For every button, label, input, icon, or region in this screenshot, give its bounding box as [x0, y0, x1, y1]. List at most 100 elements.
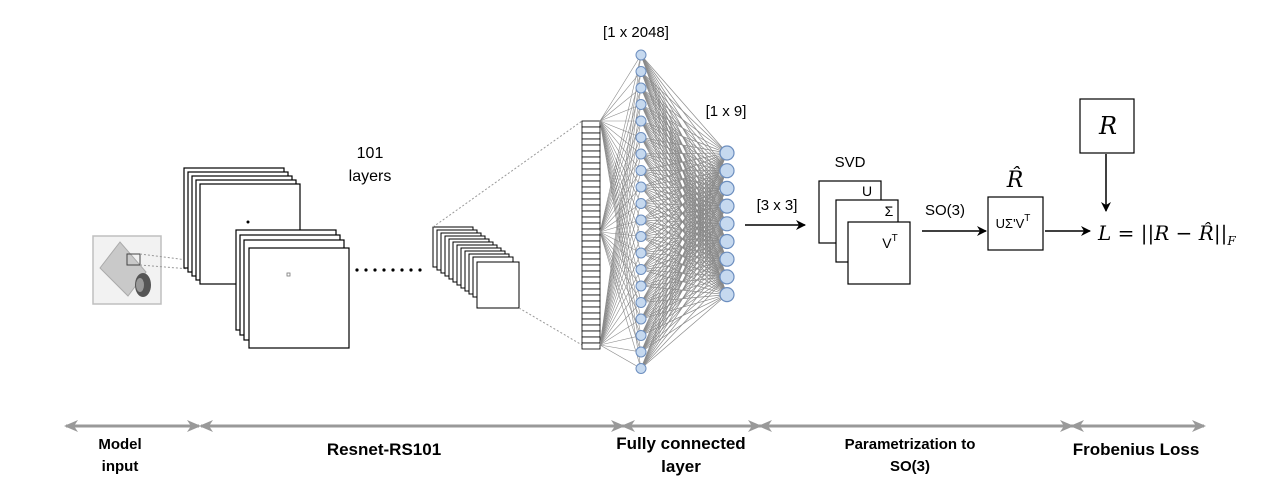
fc-edge [599, 120, 642, 369]
fc-edge [640, 223, 728, 237]
fc-edge [599, 335, 642, 346]
flatten-cell [581, 246, 601, 254]
loss-equation: L = ||R − R̂||F [1097, 221, 1236, 248]
flatten-cell [581, 228, 601, 236]
fc-edge [640, 137, 728, 260]
fc-edge [640, 219, 728, 242]
fc-edge [640, 223, 728, 270]
fc-edge [640, 137, 728, 278]
fc-edge [640, 205, 728, 237]
flatten-cell [581, 222, 601, 230]
stage-label-fc-1: Fully connected [616, 434, 745, 453]
fc-edge [599, 231, 642, 303]
fc-edge [599, 71, 642, 346]
fc-output-nodes [719, 145, 735, 303]
fc-edge [640, 203, 728, 260]
ground-truth-box [1079, 98, 1135, 154]
fc-edge [640, 120, 728, 207]
fc-edge [599, 203, 642, 233]
fc-edge [599, 87, 642, 122]
fc-output-node [719, 198, 735, 214]
flatten-cell [581, 144, 601, 152]
fc-edge [640, 170, 728, 237]
fc-input-node [635, 330, 647, 341]
flatten-cell [581, 174, 601, 182]
fc-edge [599, 104, 642, 122]
fc-edge [599, 120, 642, 320]
stage-label-fc-2: layer [661, 457, 701, 476]
fc-edge [599, 120, 642, 237]
fc-edge [599, 236, 642, 346]
fc-edge [640, 137, 728, 242]
fc-edge [599, 231, 642, 369]
flatten-cell [581, 276, 601, 284]
rhat-box-text: UΣ'VT [996, 213, 1031, 231]
flatten-vector [581, 120, 601, 350]
layers-ellipsis [355, 268, 422, 272]
flatten-cell [581, 198, 601, 206]
fc-output-node [719, 216, 735, 232]
fc-edge [640, 205, 728, 221]
fc-edge [599, 87, 642, 346]
fc-input-node [635, 231, 647, 242]
fc-edge [599, 153, 642, 233]
rhat-box [987, 196, 1044, 251]
fc-edge [640, 223, 728, 287]
fc-input-node [635, 280, 647, 292]
fc-edge [640, 205, 728, 369]
fc-edge [640, 153, 728, 260]
fc-edge [599, 170, 642, 346]
fc-input-node [635, 214, 647, 226]
fc-edge [640, 269, 728, 278]
fc-edge [640, 276, 728, 353]
fc-edge [640, 219, 728, 260]
so3-label: SO(3) [925, 202, 965, 219]
fc-edge [640, 137, 728, 207]
stage-label-resnet: Resnet-RS101 [327, 440, 441, 459]
fc-edge [599, 120, 642, 221]
fc-input-node [635, 313, 647, 325]
fc-edge [640, 236, 728, 295]
fc-edge [599, 54, 642, 122]
fc-edge [640, 153, 728, 242]
fc-edge [640, 153, 728, 278]
fc-edge [640, 186, 728, 260]
fc-edge [599, 120, 642, 346]
fc-edge [640, 152, 728, 287]
fc-edge [640, 203, 728, 278]
fc-edge [640, 241, 728, 287]
fc-edge [599, 137, 642, 233]
fc-edge [599, 120, 642, 188]
fc-edge [640, 258, 728, 270]
flatten-cell [581, 318, 601, 326]
fc-edge [640, 188, 728, 204]
flatten-cell [581, 342, 601, 350]
fc-edge [640, 269, 728, 295]
fc-output-node [719, 233, 735, 250]
fc-edge [640, 205, 728, 254]
fc-edge [599, 231, 642, 336]
fc-edge [599, 120, 642, 287]
fc-edge [640, 152, 728, 254]
fc-input-node [635, 132, 647, 143]
fc-edge [640, 152, 728, 369]
fc-edge [640, 152, 728, 336]
fc-input-nodes [635, 49, 647, 374]
fc-edge [640, 152, 728, 270]
stage-label-model-input-1: Model [98, 436, 141, 453]
fc-edge [640, 223, 728, 303]
fc-edge [640, 276, 728, 369]
fc-edge [640, 137, 728, 225]
fc-edge [640, 203, 728, 295]
fc-edge [640, 186, 728, 278]
fc-edge [640, 120, 728, 260]
fc-edge [640, 223, 728, 369]
fc-input-node [635, 148, 647, 160]
fc-edge [640, 252, 728, 260]
fc-edge [640, 87, 728, 171]
flatten-cell [581, 336, 601, 344]
flatten-cell [581, 330, 601, 338]
fc-edge [640, 170, 728, 260]
fc-edge [599, 170, 642, 233]
flatten-cell [581, 210, 601, 218]
